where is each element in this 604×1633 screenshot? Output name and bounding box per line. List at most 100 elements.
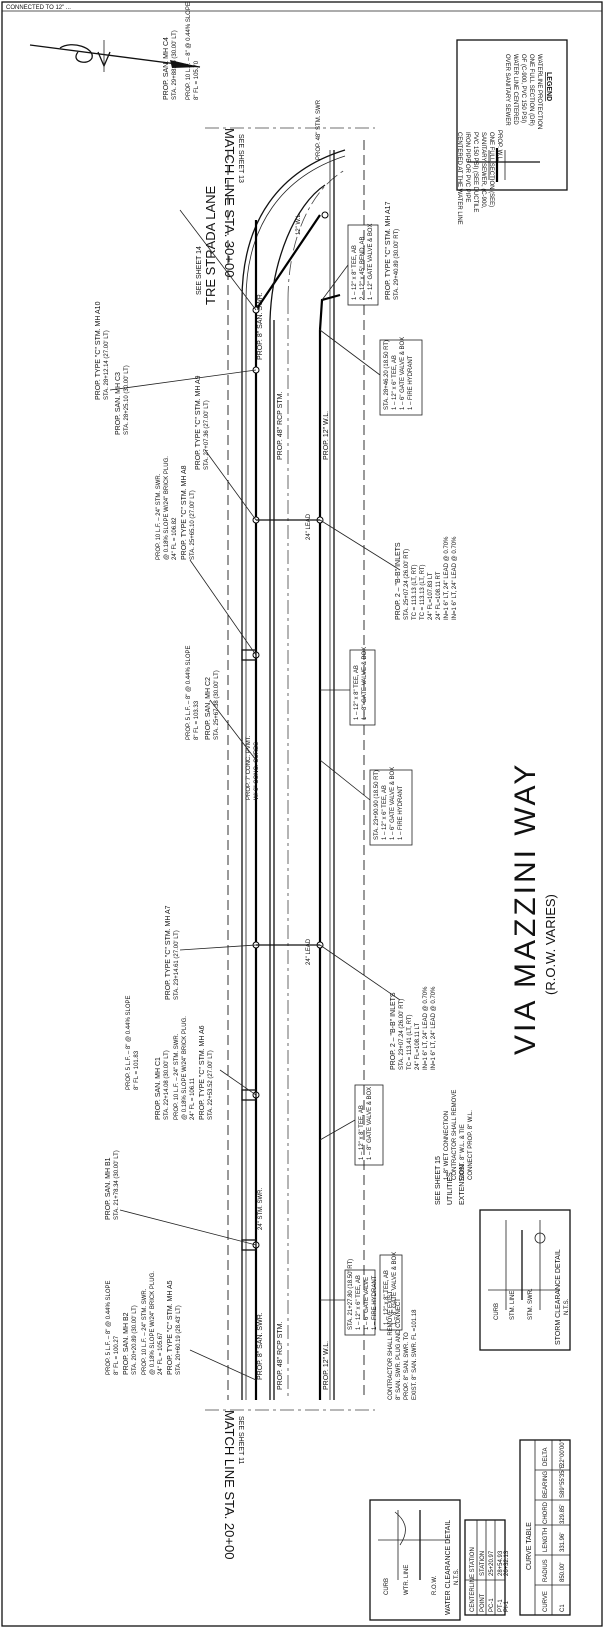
svg-text:STA. 29+88.56 (30.00' LT): STA. 29+88.56 (30.00' LT) (172, 30, 178, 100)
run-label: 24" LEAD (306, 938, 312, 965)
legend-line: IRON PIPE OR PVC PIPE (464, 132, 470, 202)
svg-text:PROP. 2 – "B-B" INLETS: PROP. 2 – "B-B" INLETS (395, 542, 402, 620)
svg-text:STA. 29+40.89 (30.00' RT): STA. 29+40.89 (30.00' RT) (394, 229, 400, 300)
svg-text:28+54.93: 28+54.93 (498, 1550, 504, 1576)
legend-line: OVER SANITARY SEWER (504, 54, 510, 126)
svg-text:CHORD: CHORD (543, 1501, 549, 1524)
svg-text:@ 0.18% SLOPE W/24" BRICK PLUG: @ 0.18% SLOPE W/24" BRICK PLUG. (164, 456, 170, 560)
svg-text:STA. 20+20.89 (30.00' LT): STA. 20+20.89 (30.00' LT) (132, 1305, 138, 1375)
cross-street-sheet: SEE SHEET 14 (196, 246, 203, 295)
storm-clearance-detail: STORM CLEARANCE DETAIL N.T.S. CURB STM. … (479, 1209, 571, 1351)
svg-text:1 – 8" GATE VALVE & BOX: 1 – 8" GATE VALVE & BOX (362, 647, 368, 720)
svg-text:WATER CLEARANCE DETAIL: WATER CLEARANCE DETAIL (445, 1520, 452, 1615)
callout-tee-bottom: 1 – 12" x 8" TEE, AB 1 – 8" GATE VALVE &… (379, 1252, 403, 1331)
legend-line: CENTERED AT THE WATER LINE (456, 132, 462, 225)
svg-text:8" FL = 103.33: 8" FL = 103.33 (194, 700, 200, 740)
svg-text:1 – 12" x 8" TEE, AB: 1 – 12" x 8" TEE, AB (352, 245, 358, 300)
svg-text:W/ 6" CONC. CURBS: W/ 6" CONC. CURBS (254, 742, 260, 800)
svg-text:1 – 6" GATE VALVE & BOX: 1 – 6" GATE VALVE & BOX (400, 337, 406, 410)
svg-text:1 – 12" x 6" TEE, AB: 1 – 12" x 6" TEE, AB (382, 785, 388, 840)
run-label: PROP. 48" STM. SWR (316, 99, 322, 160)
svg-text:1 – FIRE HYDRANT: 1 – FIRE HYDRANT (398, 785, 404, 840)
callout-remove-exist: CONTRACTOR SHALL REMOVE EXIST. 8" SAN. S… (388, 1289, 418, 1400)
run-label: PROP. 12" W.L. (323, 1341, 330, 1390)
svg-text:STA. 25+67.38 (30.00' LT): STA. 25+67.38 (30.00' LT) (214, 670, 220, 740)
svg-text:CURVE TABLE: CURVE TABLE (526, 1522, 533, 1570)
callout-stm-pipe-a6: PROP. 10 L.F. – 24" STM. SWR. (174, 1033, 180, 1120)
svg-text:PT-1: PT-1 (498, 1599, 504, 1612)
svg-text:1 – 6" GATE VALVE & BOX: 1 – 6" GATE VALVE & BOX (390, 767, 396, 840)
svg-text:CONTRACTOR SHALL REMOVE: CONTRACTOR SHALL REMOVE (452, 1090, 458, 1180)
svg-text:TC = 113.13 (LT, RT): TC = 113.13 (LT, RT) (412, 564, 418, 620)
match-line-bottom-label: MATCH LINE STA. 20+00 (222, 1410, 237, 1559)
svg-text:N.T.S.: N.T.S. (564, 1298, 570, 1315)
curve-table: CURVE TABLE CURVE RADIUS LENGTH CHORD BE… (519, 1439, 571, 1616)
svg-text:1 – 6" GATE VALVE: 1 – 6" GATE VALVE (364, 1277, 370, 1330)
svg-text:IN=1 6" LT, 24" LEAD @ 0.70%: IN=1 6" LT, 24" LEAD @ 0.70% (444, 536, 450, 620)
svg-text:@ 0.18% SLOPE W/24" BRICK PLUG: @ 0.18% SLOPE W/24" BRICK PLUG. (182, 1016, 188, 1120)
callout-stm-a5: PROP. TYPE "C" STM. MH A5 (167, 1280, 174, 1375)
svg-text:STA. 28+46.20 (18.50 RT): STA. 28+46.20 (18.50 RT) (384, 340, 390, 410)
street-name: VIA MAZZINI WAY (509, 762, 542, 1055)
callout-stm-pipe-a8: PROP. 10 L.F. – 24" STM. SWR. (156, 473, 162, 560)
svg-text:24" FL = 106.82: 24" FL = 106.82 (172, 517, 178, 560)
svg-text:1 – 12" x 8" TEE, AB: 1 – 12" x 8" TEE, AB (359, 1105, 365, 1160)
svg-text:STA. 28+25.10 (30.00' LT): STA. 28+25.10 (30.00' LT) (124, 365, 130, 435)
inlet-box (241, 649, 257, 661)
legend-title: LEGEND (545, 72, 552, 101)
north-arrow-icon (29, 40, 201, 72)
svg-text:N.T.S.: N.T.S. (454, 1568, 460, 1585)
callout-stm-a7: PROP. TYPE "C" STM. MH A7 (165, 905, 172, 1000)
svg-text:PROP. 8" SAN. SWR. TO: PROP. 8" SAN. SWR. TO (404, 1332, 410, 1400)
svg-text:STA. 25+65.10 (27.00' LT): STA. 25+65.10 (27.00' LT) (190, 490, 196, 560)
svg-text:STA. 20+60.19 (28.43' LT): STA. 20+60.19 (28.43' LT) (176, 1305, 182, 1375)
callout-stm-pipe-a5: PROP. 10 L.F. – 24" STM. SWR. (142, 1288, 148, 1375)
water-clearance-detail: WATER CLEARANCE DETAIL N.T.S. CURB WTR. … (369, 1499, 461, 1621)
svg-text:1 – FIRE HYDRANT: 1 – FIRE HYDRANT (372, 1275, 378, 1330)
callout-fitting-a17: PROP. TYPE "C" STM. MH A17 (385, 201, 392, 300)
svg-text:R.O.W.: R.O.W. (432, 1575, 438, 1595)
svg-text:1 – 12" x 6" TEE, AB: 1 – 12" x 6" TEE, AB (392, 355, 398, 410)
callout-mh-b1: PROP. SAN. MH B1 (105, 1157, 112, 1220)
svg-text:1–8" WET CONNECTION: 1–8" WET CONNECTION (444, 1111, 450, 1180)
svg-text:STA. 22+53.52 (27.00' LT): STA. 22+53.52 (27.00' LT) (208, 1050, 214, 1120)
svg-text:PROP. 2 – "B-B" INLETS: PROP. 2 – "B-B" INLETS (390, 992, 397, 1070)
svg-text:STA. 23+90.90 (18.50 RT): STA. 23+90.90 (18.50 RT) (374, 770, 380, 840)
callout-hydrant-2127: STA. 21+27.80 (18.50' RT) 1 – 12" x 6" T… (344, 1259, 378, 1336)
svg-text:329.85': 329.85' (560, 1505, 566, 1525)
svg-text:8" FL = 105.70: 8" FL = 105.70 (194, 60, 200, 100)
run-label: PROP. 12" W.L. (323, 411, 330, 460)
svg-text:DELTA: DELTA (543, 1448, 549, 1466)
run-label: 24" STM. SWR. (258, 1188, 264, 1230)
svg-text:PC-1: PC-1 (489, 1598, 495, 1612)
svg-text:TC = 113.13 (LT, RT): TC = 113.13 (LT, RT) (420, 564, 426, 620)
manhole-a10 (321, 211, 329, 219)
centerline-row: PI-1 (504, 1600, 510, 1612)
svg-text:850.00': 850.00' (560, 1563, 566, 1583)
svg-text:STA. 27+07.36 (27.00' LT): STA. 27+07.36 (27.00' LT) (204, 400, 210, 470)
callout-inlets-top: PROP. 2 – "B-B" INLETS STA. 25+07.24 (26… (395, 536, 458, 620)
svg-text:24" FL=108.11 LT: 24" FL=108.11 LT (415, 1023, 421, 1070)
svg-text:POINT: POINT (480, 1593, 486, 1612)
legend-line: ONE FULL SECTION (DR) (528, 54, 534, 126)
svg-text:2 – 12" x 45° BEND, AB: 2 – 12" x 45° BEND, AB (360, 236, 366, 300)
svg-text:STATION: STATION (480, 1551, 486, 1576)
svg-text:22°00'00": 22°00'00" (560, 1440, 566, 1466)
svg-text:RADIUS: RADIUS (543, 1559, 549, 1582)
svg-text:24" FL=108.11 RT: 24" FL=108.11 RT (436, 571, 442, 620)
svg-text:C1: C1 (560, 1604, 566, 1612)
manholes (252, 211, 329, 1249)
callout-mh-c2: PROP. SAN. MH C2 (205, 677, 212, 740)
sanitary-sewer-branch (255, 214, 321, 311)
svg-text:CONTRACTOR SHALL REMOVE EXIST.: CONTRACTOR SHALL REMOVE EXIST. (388, 1289, 394, 1400)
svg-text:1 – 8" GATE VALVE & BOX: 1 – 8" GATE VALVE & BOX (367, 1087, 373, 1160)
legend-line: ONE FULL SECTION (SEE) (488, 132, 494, 207)
svg-text:WTR. LINE: WTR. LINE (404, 1565, 410, 1595)
callout-hydrant-2846: STA. 28+46.20 (18.50 RT) 1 – 12" x 6" TE… (379, 337, 423, 416)
svg-text:CURB: CURB (384, 1578, 390, 1595)
callout-pipe-b2: PROP. 5 L.F. – 8" @ 0.44% SLOPE (106, 1281, 112, 1376)
run-label: 12" W.L. (296, 212, 302, 235)
callout-tee-mid: 1 – 12" x 8" TEE, AB 1 – 8" GATE VALVE &… (349, 647, 376, 726)
